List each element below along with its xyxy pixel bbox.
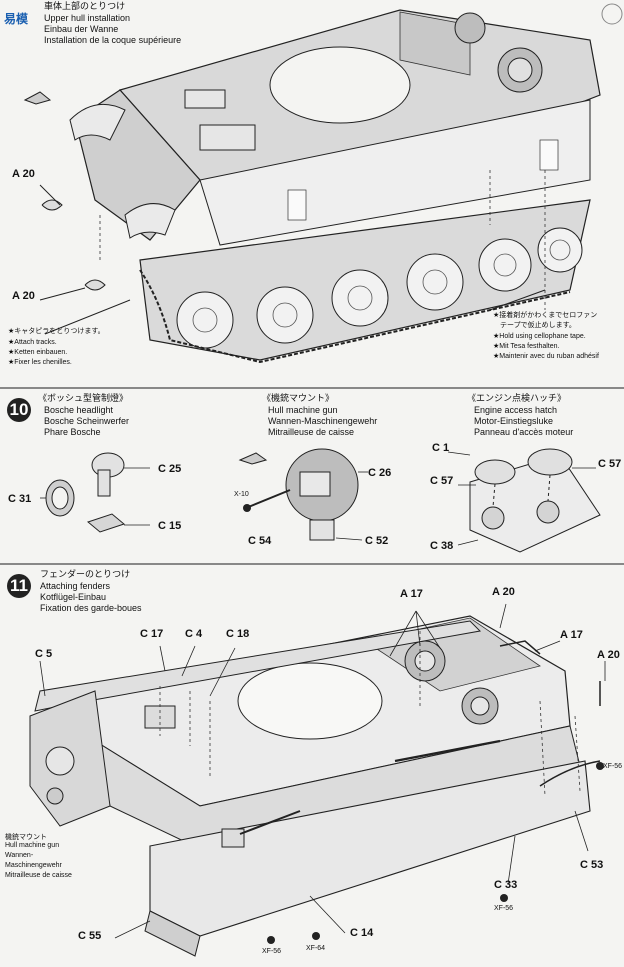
step11-section: 11 フェンダーのとりつけ Attaching fenders Kotflüge… — [0, 566, 624, 967]
headlight-title-en: Bosche headlight — [44, 405, 114, 415]
step11-title-jp: フェンダーのとりつけ — [40, 570, 131, 580]
part-label: C 38 — [430, 540, 454, 552]
part-label: C 26 — [368, 467, 392, 479]
part-label: C 57 — [598, 458, 622, 470]
part-label: C 14 — [350, 927, 374, 939]
part-label: C 33 — [494, 879, 518, 891]
part-label: A 17 — [400, 588, 423, 600]
paint-label: XF-56 — [603, 763, 623, 770]
note-attach-tracks-jp: ★キャタピラをとりつけます。 — [8, 327, 105, 335]
part-label: C 31 — [8, 493, 32, 505]
part-label: A 17 — [560, 629, 583, 641]
mg-note-de-1: Wannen- — [5, 852, 34, 859]
part-label: C 25 — [158, 463, 182, 475]
step-number-badge: 10 — [7, 398, 31, 422]
paint-label: XF-56 — [494, 905, 514, 912]
site-watermark-logo: 易模 — [4, 12, 29, 26]
hatch-title-en: Engine access hatch — [474, 405, 558, 415]
step9-part-label: A 20 — [12, 168, 35, 180]
step11-title-fr: Fixation des garde-boues — [40, 603, 142, 613]
headlight-title-fr: Phare Bosche — [44, 427, 101, 437]
part-label: C 57 — [430, 475, 454, 487]
part-label: A 20 — [597, 649, 620, 661]
step10-section: 10 《ボッシュ型管制燈》 Bosche headlight Bosche Sc… — [0, 390, 624, 560]
part-label: C 53 — [580, 859, 604, 871]
hatch-title-fr: Panneau d'accès moteur — [474, 427, 574, 437]
mg-note-de-2: Maschinengewehr — [5, 862, 62, 869]
note-attach-tracks-de: ★Ketten einbauen. — [8, 349, 68, 356]
step9-part-label: A 20 — [12, 290, 35, 302]
mg-note-fr: Mitrailleuse de caisse — [5, 872, 72, 879]
step9-section: 易模 車体上部のとりつけ Upper hull installation Ein… — [0, 0, 624, 385]
upper-hull-illustration — [23, 3, 623, 364]
mg-title-en: Hull machine gun — [268, 405, 338, 415]
note-attach-tracks-en: ★Attach tracks. — [8, 339, 57, 346]
part-label: C 17 — [140, 628, 164, 640]
step-number-badge: 11 — [7, 574, 31, 598]
mg-title-de: Wannen-Maschinengewehr — [268, 416, 378, 426]
mg-note-en: Hull machine gun — [5, 842, 60, 849]
note-attach-tracks-fr: ★Fixer les chenilles. — [8, 359, 72, 366]
part-label: C 15 — [158, 520, 182, 532]
note-tape-en: ★Hold using cellophane tape. — [493, 333, 586, 340]
hatch-title-jp: 《エンジン点検ハッチ》 — [467, 394, 567, 404]
step11-title-de: Kotflügel-Einbau — [40, 592, 107, 602]
part-label: C 4 — [185, 628, 203, 640]
step9-title-fr: Installation de la coque supérieure — [44, 35, 182, 45]
paint-label: XF-64 — [306, 945, 326, 952]
headlight-title-de: Bosche Scheinwerfer — [44, 416, 130, 426]
section-divider — [0, 387, 624, 389]
note-tape-jp-1: ★接着剤がかわくまでセロファン — [493, 311, 598, 319]
step9-title-en: Upper hull installation — [44, 13, 131, 23]
paint-label: X-10 — [234, 491, 249, 498]
section-divider — [0, 563, 624, 565]
mg-title-jp: 《機銃マウント》 — [262, 394, 335, 404]
part-label: C 54 — [248, 535, 272, 547]
note-tape-jp-2: テープで仮止めします。 — [500, 321, 576, 329]
hatch-title-de: Motor-Einstiegsluke — [474, 416, 554, 426]
fenders-illustration — [29, 603, 606, 957]
mg-title-fr: Mitrailleuse de caisse — [268, 427, 355, 437]
part-label: C 18 — [226, 628, 250, 640]
note-tape-de: ★Mit Tesa festhalten. — [493, 343, 560, 350]
part-label: C 52 — [365, 535, 389, 547]
part-label: A 20 — [492, 586, 515, 598]
part-label: C 5 — [35, 648, 53, 660]
step9-title-de: Einbau der Wanne — [44, 24, 119, 34]
mg-note-jp: 機銃マウント — [5, 833, 47, 841]
headlight-title-jp: 《ボッシュ型管制燈》 — [38, 394, 129, 404]
step10-parts-illustration — [40, 448, 601, 553]
part-label: C 1 — [432, 442, 450, 454]
step11-title-en: Attaching fenders — [40, 581, 111, 591]
step9-title-jp: 車体上部のとりつけ — [44, 2, 126, 12]
part-label: C 55 — [78, 930, 102, 942]
paint-label: XF-56 — [262, 948, 282, 955]
note-tape-fr: ★Maintenir avec du ruban adhésif — [493, 353, 599, 360]
